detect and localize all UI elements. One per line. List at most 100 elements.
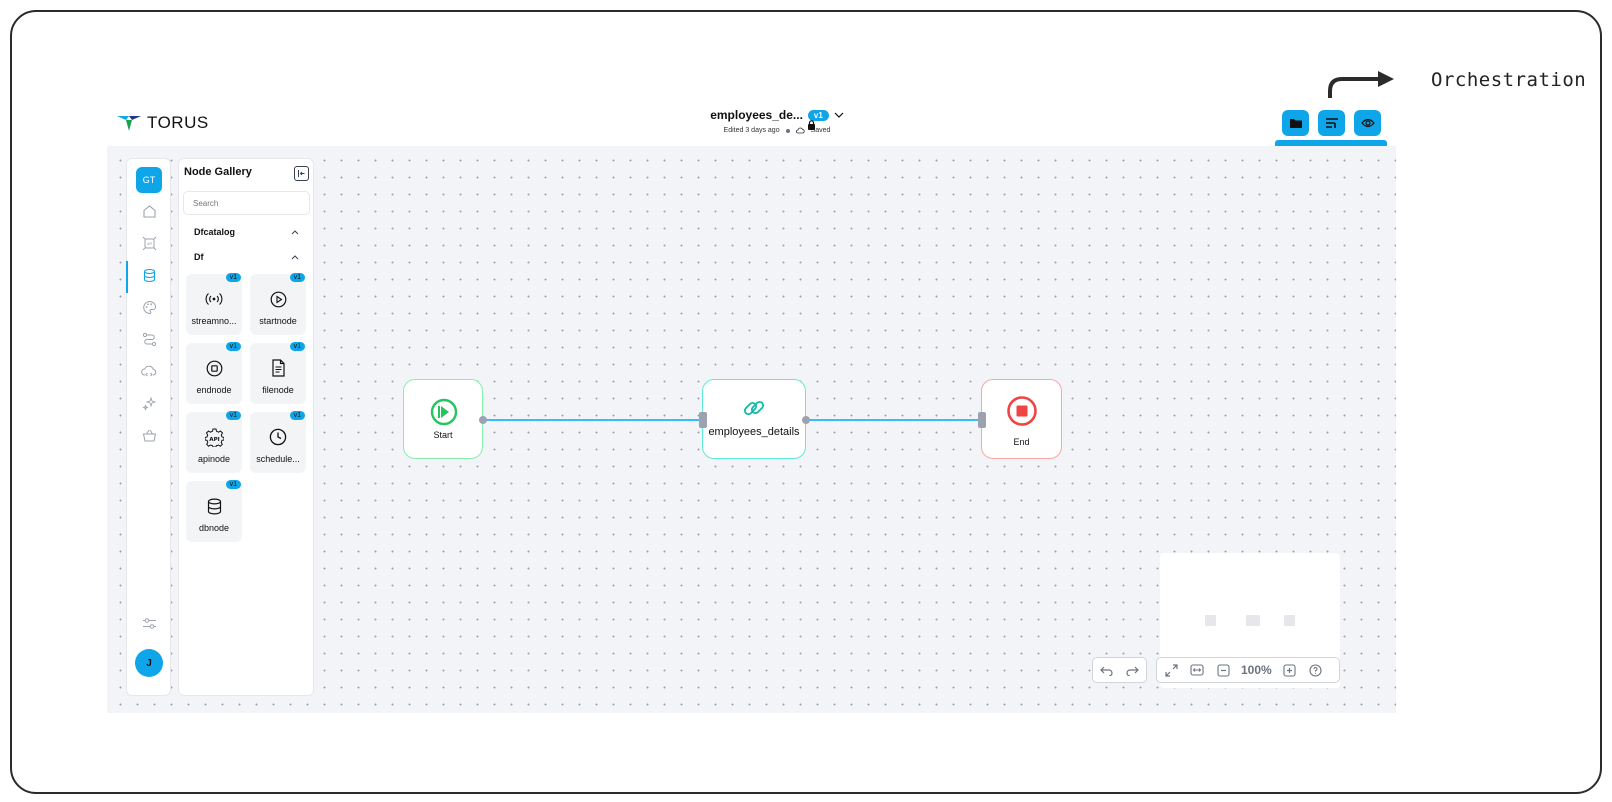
logo: TORUS: [117, 113, 209, 133]
annotation-label: Orchestration: [1431, 69, 1587, 91]
start-output-handle[interactable]: [479, 416, 487, 424]
svg-text:API: API: [146, 242, 152, 246]
document-title[interactable]: employees_de...: [710, 108, 803, 122]
broadcast-icon: [204, 289, 224, 309]
node-card-streamnode[interactable]: v1 streamno...: [186, 273, 242, 335]
minimap-node: [1284, 615, 1295, 626]
help-icon: [1309, 663, 1322, 677]
folder-button[interactable]: [1282, 110, 1309, 136]
redo-button[interactable]: [1125, 662, 1141, 678]
employees-details-node[interactable]: employees_details: [699, 379, 810, 459]
top-actions: [1282, 110, 1381, 136]
cloud-code-icon[interactable]: [140, 362, 158, 380]
zoom-out-button[interactable]: [1215, 662, 1231, 678]
section-df-label: Df: [194, 252, 204, 262]
logo-text: TORUS: [147, 113, 209, 132]
play-circle-icon: [268, 289, 288, 309]
collapse-panel-button[interactable]: [294, 166, 309, 181]
clock-icon: [268, 427, 288, 447]
eye-icon: [1360, 118, 1375, 128]
user-avatar[interactable]: J: [135, 649, 163, 677]
section-df[interactable]: Df: [194, 252, 299, 262]
node-card-label: dbnode: [198, 523, 230, 533]
version-badge: v1: [289, 273, 305, 282]
annotation-arrow: [1328, 71, 1394, 113]
workspace-avatar[interactable]: GT: [136, 167, 162, 193]
expand-icon: [1164, 663, 1178, 677]
chevron-down-icon[interactable]: [834, 111, 844, 119]
cloud-icon: [795, 127, 805, 134]
api-icon[interactable]: API: [140, 234, 158, 252]
help-button[interactable]: [1308, 662, 1324, 678]
start-node[interactable]: Start: [403, 379, 487, 459]
node-card-endnode[interactable]: v1 endnode: [186, 342, 242, 404]
version-badge: v1: [289, 342, 305, 351]
chevron-up-icon: [291, 255, 299, 260]
node-card-schedulenode[interactable]: v1 schedule...: [250, 411, 306, 473]
version-badge[interactable]: v1: [807, 109, 829, 121]
end-node[interactable]: End: [978, 379, 1062, 459]
database-icon: [204, 496, 224, 516]
details-output-handle[interactable]: [802, 416, 810, 424]
preview-button[interactable]: [1354, 110, 1381, 136]
node-card-dbnode[interactable]: v1 dbnode: [186, 480, 242, 542]
edited-status: Edited 3 days ago: [723, 127, 780, 134]
fit-view-button[interactable]: [1189, 662, 1205, 678]
node-card-label: filenode: [262, 385, 294, 395]
zoom-out-icon: [1216, 663, 1230, 677]
play-circle-icon: [430, 398, 458, 426]
undo-icon: [1100, 666, 1113, 676]
details-input-handle[interactable]: [699, 412, 707, 428]
file-icon: [268, 358, 288, 378]
node-card-label: apinode: [197, 454, 231, 464]
version-badge: v1: [225, 273, 241, 282]
redo-icon: [1126, 666, 1139, 676]
undo-button[interactable]: [1099, 662, 1115, 678]
fit-width-icon: [1190, 664, 1204, 676]
node-card-label: startnode: [259, 316, 297, 326]
section-dfcatalog-label: Dfcatalog: [194, 227, 236, 237]
start-node-label: Start: [433, 430, 453, 440]
api-gear-icon: API: [204, 427, 224, 447]
zoom-level: 100%: [1241, 663, 1272, 677]
database-icon[interactable]: [140, 266, 158, 284]
end-node-label: End: [1013, 437, 1030, 447]
node-card-apinode[interactable]: v1 API apinode: [186, 411, 242, 473]
fullscreen-button[interactable]: [1163, 662, 1179, 678]
zoom-in-button[interactable]: [1282, 662, 1298, 678]
folder-icon: [1289, 119, 1302, 128]
gallery-title: Node Gallery: [184, 166, 252, 178]
home-icon[interactable]: [140, 202, 158, 220]
node-card-startnode[interactable]: v1 startnode: [250, 273, 306, 335]
node-card-filenode[interactable]: v1 filenode: [250, 342, 306, 404]
zoom-in-icon: [1283, 663, 1296, 677]
orchestration-button[interactable]: [1318, 110, 1345, 136]
route-icon[interactable]: [140, 330, 158, 348]
orchestration-icon: [1325, 118, 1338, 128]
basket-icon[interactable]: [140, 426, 158, 444]
end-input-handle[interactable]: [978, 412, 986, 428]
flow-canvas[interactable]: Start employees_details End: [107, 146, 1396, 713]
history-controls: [1092, 657, 1147, 683]
minimap-node: [1205, 615, 1216, 626]
left-rail: GT API: [126, 158, 171, 696]
minimap-node: [1246, 615, 1260, 626]
section-dfcatalog[interactable]: Dfcatalog: [194, 227, 299, 237]
sparkles-icon[interactable]: [140, 394, 158, 412]
version-badge: v1: [225, 342, 241, 351]
edge-details-to-end: [807, 419, 982, 421]
svg-text:API: API: [209, 436, 220, 442]
app-window: TORUS employees_de... v1 Edited 3 days a…: [107, 98, 1396, 713]
palette-icon[interactable]: [140, 298, 158, 316]
lock-icon[interactable]: [807, 120, 816, 130]
view-controls: 100%: [1156, 657, 1340, 683]
settings-sliders-icon[interactable]: [140, 614, 158, 632]
stop-circle-icon: [204, 358, 224, 378]
rail-active-indicator: [126, 261, 128, 293]
stop-circle-icon: [1007, 396, 1037, 426]
search-input[interactable]: [183, 191, 310, 215]
node-card-label: endnode: [196, 385, 232, 395]
top-header: TORUS employees_de... v1 Edited 3 days a…: [107, 98, 1396, 161]
document-title-block: employees_de... v1 Edited 3 days ago Sav…: [677, 108, 877, 134]
node-card-label: schedule...: [256, 454, 300, 464]
